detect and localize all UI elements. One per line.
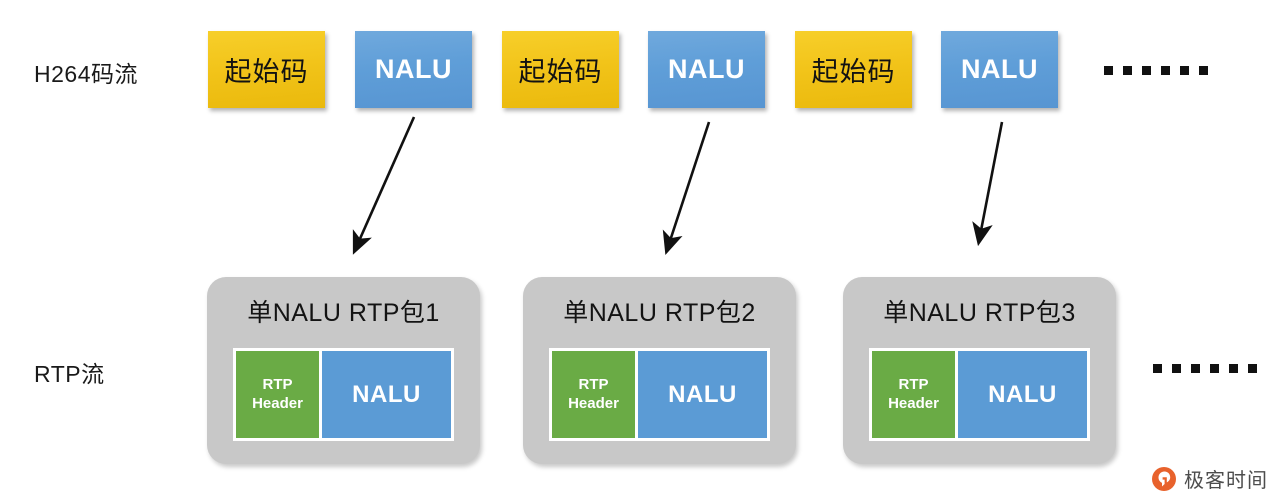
rtp-stream-continuation-ellipsis [1153,364,1257,373]
ellipsis-dot [1229,364,1238,373]
rtp-header-label-line2: Header [888,394,939,412]
ellipsis-dot [1210,364,1219,373]
watermark-text: 极客时间 [1184,470,1268,492]
rtp-packet-1: 单NALU RTP包1 RTP Header NALU [207,277,480,464]
rtp-packet-1-header-field: RTP Header [236,351,322,438]
h264-block-nalu-1: NALU [355,31,472,108]
geekbang-logo-icon [1152,466,1176,491]
rtp-packet-1-payload-field: NALU [322,351,451,438]
rtp-packet-3-title: 单NALU RTP包3 [883,299,1076,327]
rtp-packet-2-title: 单NALU RTP包2 [563,299,756,327]
h264-block-start-code-1: 起始码 [208,31,325,108]
arrow-nalu1-to-packet1 [352,116,416,255]
ellipsis-dot [1142,66,1151,75]
rtp-packet-3-payload-field: NALU [958,351,1087,438]
rtp-packet-2-fields: RTP Header NALU [549,348,770,441]
rtp-header-label-line2: Header [252,394,303,412]
rtp-header-label-line1: RTP [578,375,609,393]
ellipsis-dot [1199,66,1208,75]
rtp-packet-3: 单NALU RTP包3 RTP Header NALU [843,277,1116,464]
rtp-header-label-line1: RTP [262,375,293,393]
ellipsis-dot [1191,364,1200,373]
arrow-nalu2-to-packet2 [662,121,711,255]
ellipsis-dot [1172,364,1181,373]
rtp-packet-1-title: 单NALU RTP包1 [247,299,440,327]
rtp-header-label-line1: RTP [898,375,929,393]
arrow-nalu3-to-packet3 [972,121,1004,247]
ellipsis-dot [1248,364,1257,373]
ellipsis-dot [1180,66,1189,75]
h264-block-start-code-2: 起始码 [502,31,619,108]
h264-block-start-code-3: 起始码 [795,31,912,108]
ellipsis-dot [1153,364,1162,373]
ellipsis-dot [1161,66,1170,75]
watermark: 极客时间 [1151,464,1268,493]
rtp-packet-3-fields: RTP Header NALU [869,348,1090,441]
ellipsis-dot [1123,66,1132,75]
rtp-packet-2-payload-field: NALU [638,351,767,438]
h264-stream-row-label: H264码流 [34,61,138,87]
h264-block-nalu-2: NALU [648,31,765,108]
rtp-stream-row-label: RTP流 [34,361,105,387]
h264-stream-continuation-ellipsis [1104,66,1208,75]
rtp-packet-2-header-field: RTP Header [552,351,638,438]
ellipsis-dot [1104,66,1113,75]
rtp-packet-2: 单NALU RTP包2 RTP Header NALU [523,277,796,464]
rtp-packet-1-fields: RTP Header NALU [233,348,454,441]
rtp-header-label-line2: Header [568,394,619,412]
rtp-packet-3-header-field: RTP Header [872,351,958,438]
h264-block-nalu-3: NALU [941,31,1058,108]
